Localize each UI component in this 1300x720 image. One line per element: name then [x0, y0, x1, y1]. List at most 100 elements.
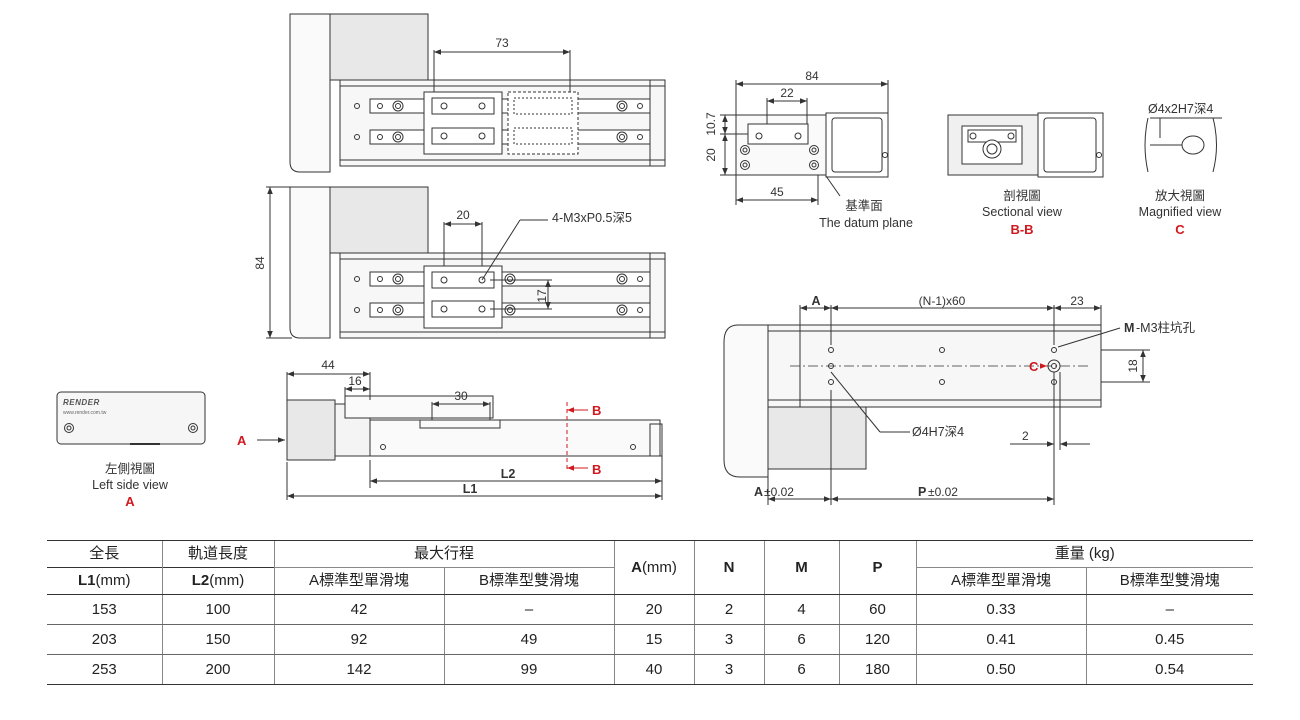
- p-tol-prefix: P: [918, 485, 926, 499]
- header-weight: 重量 (kg): [915, 540, 1254, 568]
- hole-note: Ø4x2H7深4: [1148, 102, 1213, 116]
- left-view-zh: 左側視圖: [105, 461, 155, 476]
- cell-weight-a: 0.33: [915, 594, 1087, 625]
- brand-logo: RENDER: [63, 398, 100, 407]
- cell-l2: 150: [161, 624, 274, 655]
- cell-p: 60: [838, 594, 917, 625]
- cell-l2: 100: [161, 594, 274, 625]
- table-row: 153 100 42 – 20 2 4 60 0.33 –: [47, 594, 1254, 625]
- dim-22: 22: [780, 86, 794, 100]
- header-weight-b: B標準型雙滑塊: [1085, 567, 1254, 595]
- cell-a: 20: [613, 594, 695, 625]
- cell-n: 3: [693, 624, 765, 655]
- dim-a: A: [811, 294, 820, 308]
- header-weight-a: A標準型單滑塊: [915, 567, 1087, 595]
- cell-stroke-b: 99: [443, 654, 615, 685]
- header-stroke-b: B標準型雙滑塊: [443, 567, 615, 595]
- datum-en: The datum plane: [819, 216, 913, 230]
- cell-weight-b: 0.45: [1085, 624, 1254, 655]
- dim-l2: L2: [501, 467, 516, 481]
- cell-m: 6: [763, 624, 840, 655]
- dim-73: 73: [495, 36, 509, 50]
- cell-stroke-a: 142: [273, 654, 444, 685]
- header-stroke-a: A標準型單滑塊: [273, 567, 444, 595]
- cell-n: 3: [693, 654, 765, 685]
- dim-84-top: 84: [805, 69, 819, 83]
- cell-l1: 153: [47, 594, 162, 625]
- cell-p: 120: [838, 624, 917, 655]
- cell-n: 2: [693, 594, 765, 625]
- dim-2: 2: [1022, 429, 1029, 443]
- header-l2: L2(mm): [161, 567, 274, 595]
- cell-weight-b: 0.54: [1085, 654, 1254, 685]
- header-m: M: [763, 540, 840, 595]
- sectional-id: B-B: [1010, 222, 1033, 237]
- end-view: [720, 80, 889, 205]
- side-view: [257, 371, 663, 500]
- cell-stroke-a: 42: [273, 594, 444, 625]
- detail-c-mark: C: [1029, 359, 1039, 374]
- cell-l2: 200: [161, 654, 274, 685]
- left-view-en: Left side view: [92, 478, 169, 492]
- cell-a: 15: [613, 624, 695, 655]
- spec-table: 全長 軌道長度 最大行程 A(mm) N M P 重量 (kg) L1(mm) …: [47, 540, 1254, 685]
- m-note-prefix: M: [1124, 321, 1134, 335]
- section-b-top-label: B: [592, 403, 601, 418]
- header-rail-length: 軌道長度: [161, 540, 274, 568]
- a-tol-prefix: A: [754, 485, 763, 499]
- dim-10-7: 10.7: [704, 112, 718, 136]
- section-b-bottom-label: B: [592, 462, 601, 477]
- sectional-zh: 剖視圖: [1003, 188, 1041, 203]
- datum-zh: 基準面: [845, 198, 883, 213]
- header-total-length: 全長: [47, 540, 162, 568]
- cell-l1: 253: [47, 654, 162, 685]
- dim-20-top: 20: [456, 208, 470, 222]
- left-side-view-plate: [56, 391, 206, 445]
- cell-stroke-b: –: [443, 594, 615, 625]
- cell-l1: 203: [47, 624, 162, 655]
- magnified-zh: 放大視圖: [1155, 188, 1205, 203]
- table-row: 203 150 92 49 15 3 6 120 0.41 0.45: [47, 624, 1254, 655]
- m-note: -M3柱坑孔: [1136, 320, 1196, 335]
- header-n: N: [693, 540, 765, 595]
- cell-stroke-a: 92: [273, 624, 444, 655]
- cell-p: 180: [838, 654, 917, 685]
- dim-23: 23: [1070, 294, 1084, 308]
- cell-weight-a: 0.41: [915, 624, 1087, 655]
- technical-drawing: 73 20 4-M3xP0.5深5 17 84 44 16 30 B B A L…: [56, 13, 1223, 509]
- cell-stroke-b: 49: [443, 624, 615, 655]
- left-view-id: A: [125, 494, 135, 509]
- dim-l1: L1: [463, 482, 478, 496]
- dim-44: 44: [321, 358, 335, 372]
- magnified-view-c: [1144, 117, 1222, 173]
- dim-n-minus-1-x60: (N-1)x60: [919, 294, 966, 308]
- a-tol: ±0.02: [764, 485, 794, 499]
- dim-16: 16: [348, 374, 362, 388]
- top-view-single-slider: [289, 13, 666, 173]
- cell-weight-a: 0.50: [915, 654, 1087, 685]
- cell-weight-b: –: [1085, 594, 1254, 625]
- brand-url: www.render.com.tw: [63, 410, 107, 416]
- header-max-stroke: 最大行程: [273, 540, 615, 568]
- dim-17: 17: [535, 289, 549, 303]
- dim-84-side: 84: [253, 256, 267, 270]
- magnified-en: Magnified view: [1139, 205, 1223, 219]
- p-tol: ±0.02: [928, 485, 958, 499]
- top-view-double-slider: [266, 186, 666, 339]
- dim-18: 18: [1126, 359, 1140, 373]
- dim-20-side: 20: [704, 148, 718, 162]
- sectional-view-b-b: [947, 112, 1104, 178]
- thread-note: 4-M3xP0.5深5: [552, 211, 632, 225]
- magnified-id: C: [1175, 222, 1185, 237]
- cell-m: 6: [763, 654, 840, 685]
- header-l1: L1(mm): [47, 567, 162, 595]
- header-p: P: [838, 540, 917, 595]
- dim-30: 30: [454, 389, 468, 403]
- header-a-mm: A(mm): [613, 540, 695, 595]
- cell-m: 4: [763, 594, 840, 625]
- h4-note: Ø4H7深4: [912, 425, 964, 439]
- cell-a: 40: [613, 654, 695, 685]
- dim-45: 45: [770, 185, 784, 199]
- bottom-view: [723, 305, 1150, 505]
- table-row: 253 200 142 99 40 3 6 180 0.50 0.54: [47, 654, 1254, 685]
